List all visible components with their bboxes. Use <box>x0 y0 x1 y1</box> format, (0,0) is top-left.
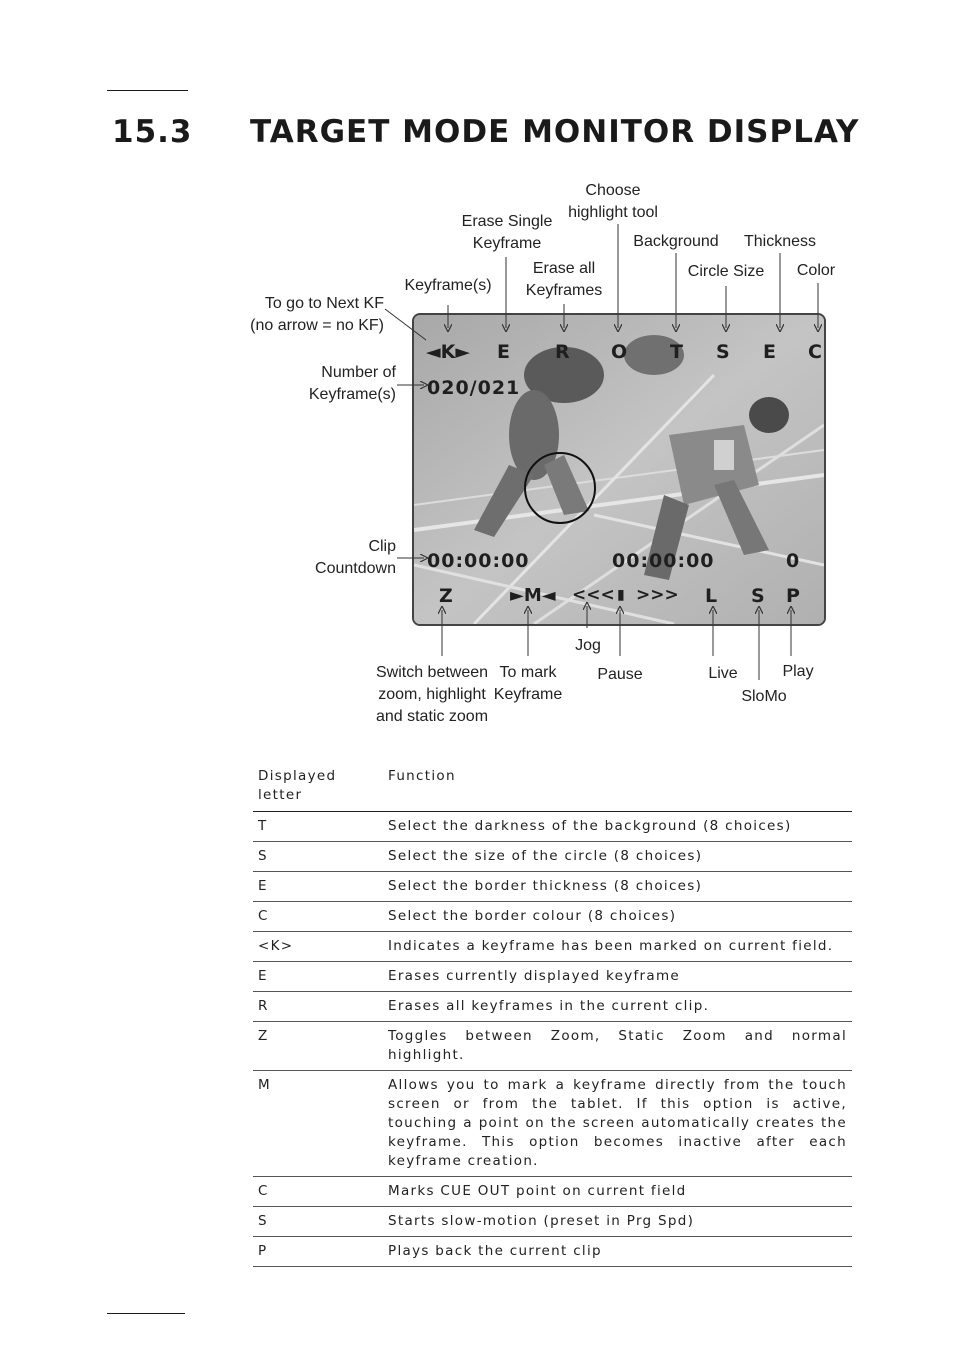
header-function: Function <box>383 762 852 812</box>
table-cell-letter: C <box>253 1176 383 1207</box>
label-clip-countdown: Clip Countdown <box>315 538 396 577</box>
table-cell-function: Erases currently displayed keyframe <box>383 961 852 992</box>
header-displayed-letter: Displayed letter <box>253 762 383 812</box>
table-cell-function: Toggles between Zoom, Static Zoom and no… <box>383 1021 852 1071</box>
section-title: TARGET MODE MONITOR DISPLAY <box>250 114 860 150</box>
label-switch-zoom: Switch between zoom, highlight and stati… <box>375 664 489 725</box>
table-cell-letter: <K> <box>253 931 383 962</box>
table-cell-letter: C <box>253 901 383 932</box>
table-cell-letter: E <box>253 871 383 902</box>
label-next-kf: To go to Next KF (no arrow = no KF) <box>250 295 384 334</box>
osd-background[interactable]: T <box>670 341 683 363</box>
osd-erase-all[interactable]: R <box>555 341 570 363</box>
label-circle-size: Circle Size <box>687 263 765 280</box>
bottom-rule <box>107 1313 185 1314</box>
table-cell-letter: S <box>253 841 383 872</box>
label-number-kf: Number of Keyframe(s) <box>308 364 396 403</box>
label-mark-kf: To mark Keyframe <box>493 664 563 703</box>
section-number: 15.3 <box>112 114 193 150</box>
osd-timecode: 00:00:00 <box>612 550 715 572</box>
table-cell-function: Marks CUE OUT point on current field <box>383 1176 852 1207</box>
table-cell-function: Select the size of the circle (8 choices… <box>383 841 852 872</box>
table-cell-function: Plays back the current clip <box>383 1236 852 1267</box>
table-cell-letter: P <box>253 1236 383 1267</box>
label-slomo: SloMo <box>741 688 787 705</box>
table-cell-letter: Z <box>253 1021 383 1071</box>
osd-pause[interactable]: ▮ <box>617 587 625 603</box>
osd-thickness[interactable]: E <box>763 341 776 363</box>
osd-highlight-tool[interactable]: O <box>611 341 628 363</box>
table-cell-function: Allows you to mark a keyframe directly f… <box>383 1070 852 1177</box>
table-cell-function: Erases all keyframes in the current clip… <box>383 991 852 1022</box>
label-pause: Pause <box>597 666 643 683</box>
osd-slomo[interactable]: S <box>751 585 765 607</box>
table-cell-letter: E <box>253 961 383 992</box>
sprinter-photo <box>414 315 824 624</box>
osd-erase-single[interactable]: E <box>497 341 510 363</box>
label-color: Color <box>796 262 836 279</box>
osd-mark-keyframe[interactable]: ►M◄ <box>510 585 556 606</box>
label-live: Live <box>708 665 738 682</box>
osd-play[interactable]: P <box>786 585 800 607</box>
label-play: Play <box>782 663 814 680</box>
table-row: <K>Indicates a keyframe has been marked … <box>253 931 852 962</box>
top-rule <box>107 90 188 91</box>
osd-color[interactable]: C <box>808 341 822 363</box>
table-cell-function: Select the darkness of the background (8… <box>383 811 852 842</box>
osd-circle-size[interactable]: S <box>716 341 730 363</box>
table-header-row: Displayed letter Function <box>253 762 852 812</box>
label-erase-all: Erase all Keyframes <box>525 260 603 299</box>
label-choose-highlight: Choose highlight tool <box>568 182 658 221</box>
table-cell-letter: T <box>253 811 383 842</box>
table-cell-function: Select the border colour (8 choices) <box>383 901 852 932</box>
label-jog: Jog <box>575 637 601 654</box>
monitor-screen: ◄K► E R O T S E C 020/021 00:00:00 00:00… <box>412 313 826 626</box>
table-cell-letter: M <box>253 1070 383 1177</box>
table-cell-letter: S <box>253 1206 383 1237</box>
label-keyframes: Keyframe(s) <box>404 277 492 294</box>
table-cell-letter: R <box>253 991 383 1022</box>
osd-counter: 0 <box>786 550 800 572</box>
table-cell-function: Indicates a keyframe has been marked on … <box>383 931 852 962</box>
label-background: Background <box>633 233 719 250</box>
osd-zoom-toggle[interactable]: Z <box>439 585 453 607</box>
label-thickness: Thickness <box>743 233 817 250</box>
table-cell-function: Select the border thickness (8 choices) <box>383 871 852 902</box>
table-cell-function: Starts slow-motion (preset in Prg Spd) <box>383 1206 852 1237</box>
osd-jog-back[interactable]: <<< <box>572 585 615 605</box>
osd-jog-forward[interactable]: >>> <box>636 585 679 605</box>
osd-keyframe-indicator[interactable]: ◄K► <box>426 341 470 363</box>
label-erase-single: Erase Single Keyframe <box>461 213 553 252</box>
osd-clip-countdown: 00:00:00 <box>427 550 530 572</box>
osd-keyframe-count: 020/021 <box>427 377 521 399</box>
osd-live[interactable]: L <box>705 585 718 607</box>
